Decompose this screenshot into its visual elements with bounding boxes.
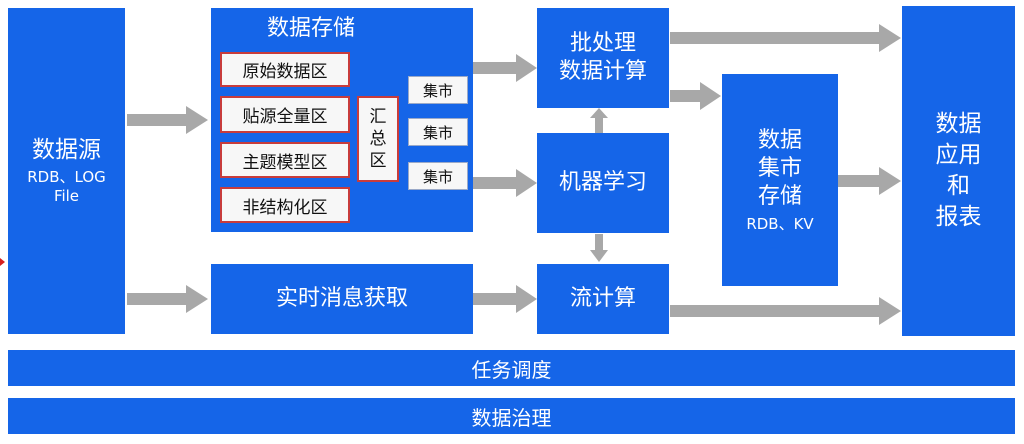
realtime-label: 实时消息获取	[275, 286, 408, 311]
zone-summary: 汇 总 区	[357, 96, 399, 182]
data-governance-label: 数据治理	[471, 405, 552, 430]
zone-subject-model: 主题模型区	[220, 142, 350, 178]
mart-3: 集市	[408, 162, 468, 190]
mart-2: 集市	[408, 118, 468, 146]
edge-marker	[0, 258, 5, 266]
app-box: 数据 应用 和 报表	[902, 6, 1015, 336]
ml-box: 机器学习	[537, 133, 669, 233]
mart-store-box: 数据 集市 存储 RDB、KV	[722, 74, 838, 286]
task-scheduling-bar: 任务调度	[8, 350, 1015, 386]
mart-1: 集市	[408, 76, 468, 104]
batch-line1: 批处理	[569, 31, 636, 56]
data-source-box: 数据源 RDB、LOG File	[8, 8, 125, 334]
mart-store-line2: 集市	[757, 155, 802, 181]
arrow-source-to-realtime	[127, 285, 208, 313]
realtime-box: 实时消息获取	[211, 264, 473, 334]
batch-line2: 数据计算	[558, 59, 647, 84]
app-line1: 数据	[935, 111, 982, 137]
zone-summary-char-3: 区	[369, 151, 387, 171]
zone-unstructured: 非结构化区	[220, 187, 350, 223]
mart-store-line1: 数据	[757, 127, 802, 153]
arrow-storage-to-batch	[473, 54, 537, 82]
task-scheduling-label: 任务调度	[471, 357, 552, 382]
zone-source-full: 贴源全量区	[220, 96, 350, 133]
arrow-source-to-storage	[127, 106, 208, 134]
zone-raw: 原始数据区	[220, 52, 350, 87]
arrow-ml-to-stream	[590, 234, 608, 262]
arrow-batch-to-mart	[670, 82, 721, 110]
arrow-ml-to-batch	[590, 108, 608, 133]
stream-label: 流计算	[569, 286, 636, 311]
mart-store-line3: 存储	[757, 183, 802, 209]
data-source-sub2: File	[53, 187, 80, 205]
stream-box: 流计算	[537, 264, 669, 334]
arrow-batch-to-app	[670, 24, 901, 52]
batch-box: 批处理 数据计算	[537, 8, 669, 108]
data-source-title: 数据源	[32, 137, 101, 163]
zone-summary-char-1: 汇	[369, 107, 387, 127]
arrow-realtime-to-stream	[473, 285, 537, 313]
app-line3: 和	[947, 173, 970, 199]
app-line4: 报表	[935, 204, 982, 230]
mart-store-sub: RDB、KV	[746, 214, 814, 233]
app-line2: 应用	[935, 142, 982, 168]
data-storage-title: 数据存储	[266, 16, 355, 41]
arrow-storage-to-ml	[473, 169, 537, 197]
data-governance-bar: 数据治理	[8, 398, 1015, 434]
arrow-stream-to-app	[670, 297, 901, 325]
arrow-mart-to-app	[838, 167, 901, 195]
ml-label: 机器学习	[558, 170, 647, 195]
data-source-sub: RDB、LOG	[27, 168, 106, 186]
zone-summary-char-2: 总	[369, 129, 387, 149]
